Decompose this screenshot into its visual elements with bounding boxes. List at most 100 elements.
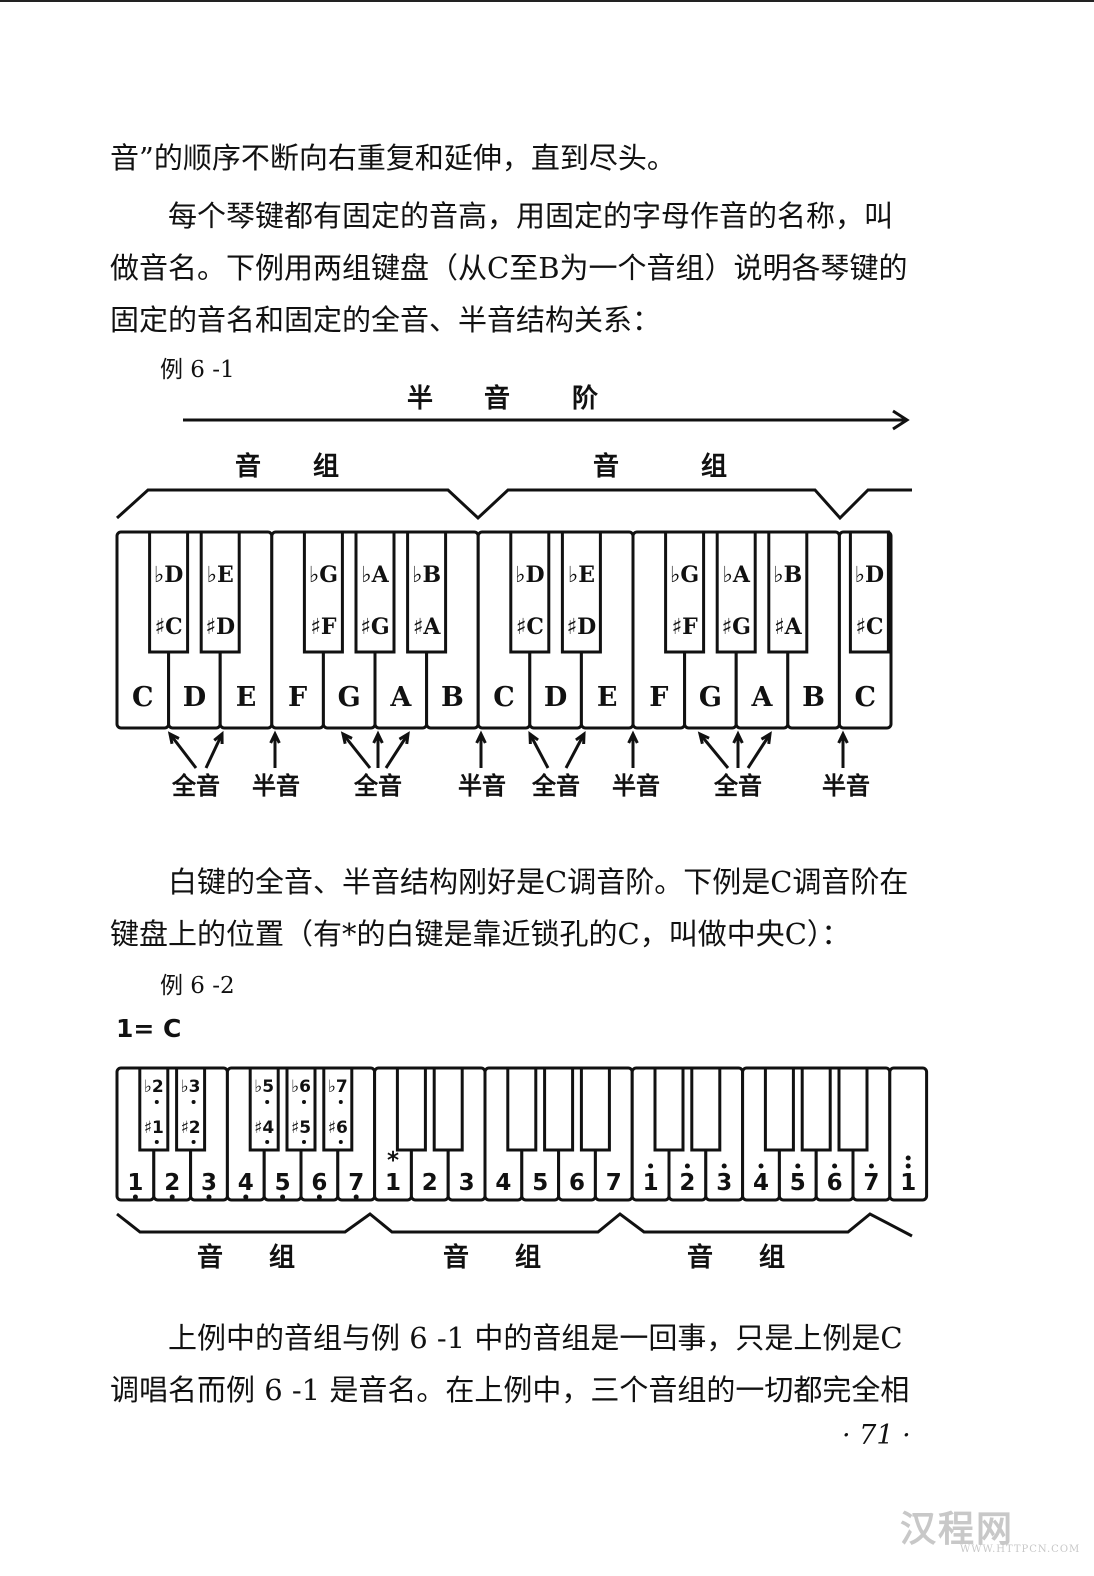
group-label-char: 音 bbox=[443, 1242, 469, 1273]
group-label-char: 组 bbox=[701, 451, 727, 482]
black-key-sharp-label: ♯A bbox=[774, 614, 803, 640]
white-key-label: D bbox=[544, 682, 567, 713]
white-key-number: 6 bbox=[311, 1170, 327, 1196]
black-key bbox=[138, 1066, 170, 1152]
black-key bbox=[506, 1066, 538, 1152]
black-key-sharp-label: ♯6 bbox=[328, 1118, 348, 1138]
black-key-flat-label: ♭E bbox=[568, 562, 595, 588]
black-key-flat-label: ♭6 bbox=[291, 1077, 311, 1097]
low-octave-dot bbox=[132, 1194, 138, 1200]
paragraph-4: 上例中的音组与例 6 -1 中的音组是一回事，只是上例是C调唱名而例 6 -1 … bbox=[110, 1321, 910, 1407]
interval-arrow bbox=[698, 733, 730, 769]
black-key bbox=[715, 530, 757, 654]
white-key-label: A bbox=[389, 682, 412, 713]
black-key-low-dot bbox=[302, 1100, 306, 1104]
scale-label-char: 半 bbox=[407, 384, 433, 414]
white-key-number: 3 bbox=[459, 1170, 475, 1196]
white-key-number: 6 bbox=[827, 1170, 843, 1196]
white-key-number: 3 bbox=[201, 1170, 217, 1196]
white-key-number: 4 bbox=[495, 1170, 511, 1196]
white-key-label: G bbox=[699, 682, 722, 713]
black-key bbox=[543, 1066, 575, 1152]
black-key bbox=[837, 1066, 869, 1152]
interval-arrow-head bbox=[627, 730, 639, 744]
interval-arrow-head bbox=[837, 730, 849, 744]
black-key-sharp-label: ♯D bbox=[567, 614, 597, 640]
black-key-flat-label: ♭G bbox=[309, 562, 338, 588]
black-key-low-dot bbox=[191, 1140, 196, 1144]
top-rule bbox=[0, 0, 1094, 2]
low-octave-dot bbox=[169, 1194, 175, 1200]
low-octave-dot bbox=[353, 1194, 359, 1200]
white-key-label: A bbox=[751, 682, 774, 713]
white-key-number: 2 bbox=[422, 1170, 438, 1196]
black-key bbox=[199, 530, 241, 654]
high-octave-dot bbox=[758, 1163, 764, 1169]
interval-label: 半音 bbox=[822, 772, 870, 800]
high-octave-dot bbox=[868, 1163, 874, 1169]
white-key-label: B bbox=[802, 682, 825, 713]
black-key-low-dot bbox=[265, 1140, 270, 1144]
high-octave-dot bbox=[832, 1163, 838, 1169]
group-label-char: 音 bbox=[687, 1242, 713, 1273]
group-label-char: 音 bbox=[235, 451, 261, 482]
black-key bbox=[285, 1066, 317, 1152]
interval-arrow bbox=[528, 733, 550, 769]
white-key-number: 4 bbox=[238, 1170, 254, 1196]
paragraph-1: 音”的顺序不断向右重复和延伸，直到尽头。 bbox=[110, 141, 676, 175]
black-key-sharp-label: ♯1 bbox=[144, 1118, 164, 1138]
interval-arrow-head bbox=[475, 730, 487, 744]
black-key-low-dot bbox=[191, 1100, 196, 1104]
white-key-label: G bbox=[338, 682, 361, 713]
white-key-number: 7 bbox=[863, 1170, 879, 1196]
interval-arrow-head bbox=[575, 730, 586, 745]
key-signature-label: 1= C bbox=[116, 1014, 182, 1043]
black-key bbox=[248, 1066, 280, 1152]
interval-arrow-head bbox=[528, 730, 539, 745]
black-key bbox=[302, 530, 344, 654]
black-key-sharp-label: ♯F bbox=[671, 614, 698, 640]
black-key bbox=[763, 1066, 795, 1152]
interval-label: 半音 bbox=[252, 772, 300, 800]
black-key-flat-label: ♭5 bbox=[254, 1077, 274, 1097]
scale-label-char: 音 bbox=[484, 383, 510, 414]
black-key-sharp-label: ♯G bbox=[360, 614, 389, 640]
white-key-label: F bbox=[649, 682, 668, 713]
interval-arrow-head bbox=[167, 731, 180, 745]
white-key-number: 3 bbox=[716, 1170, 732, 1196]
white-key-number: 5 bbox=[275, 1170, 291, 1196]
white-key-number: 2 bbox=[679, 1170, 695, 1196]
black-key bbox=[767, 530, 809, 654]
black-key-flat-label: ♭7 bbox=[328, 1077, 348, 1097]
watermark-url: WWW.HTTPCN.COM bbox=[960, 1544, 1081, 1555]
black-key-flat-label: ♭2 bbox=[144, 1077, 164, 1097]
black-key-flat-label: ♭3 bbox=[181, 1077, 201, 1097]
white-key bbox=[888, 1066, 929, 1202]
black-key-low-dot bbox=[338, 1140, 343, 1144]
group-bracket bbox=[116, 1212, 913, 1238]
black-key bbox=[664, 530, 706, 654]
interval-label: 全音 bbox=[353, 772, 402, 800]
white-key-label: C bbox=[493, 682, 515, 713]
white-key-label: E bbox=[597, 682, 618, 713]
white-key-number: 1 bbox=[900, 1170, 916, 1196]
black-key bbox=[148, 530, 190, 654]
paragraph-3: 白键的全音、半音结构刚好是C调音阶。下例是C调音阶在键盘上的位置（有*的白键是靠… bbox=[110, 865, 909, 951]
black-key-low-dot bbox=[154, 1140, 159, 1144]
white-key-number: 5 bbox=[532, 1170, 548, 1196]
low-octave-dot bbox=[206, 1194, 212, 1200]
high-octave-dot bbox=[905, 1163, 911, 1169]
black-key bbox=[690, 1066, 722, 1152]
interval-arrow-head bbox=[340, 731, 353, 745]
white-key-number: 7 bbox=[606, 1170, 622, 1196]
high-octave-dot bbox=[684, 1163, 690, 1169]
black-key-low-dot bbox=[338, 1100, 343, 1104]
interval-arrow-head bbox=[760, 731, 772, 745]
black-key-sharp-label: ♯4 bbox=[254, 1118, 274, 1138]
group-label-char: 组 bbox=[515, 1242, 541, 1273]
black-key-sharp-label: ♯G bbox=[721, 614, 750, 640]
white-key-number: 7 bbox=[348, 1170, 364, 1196]
black-key-flat-label: ♭B bbox=[412, 562, 441, 588]
interval-arrow-head bbox=[732, 730, 744, 744]
